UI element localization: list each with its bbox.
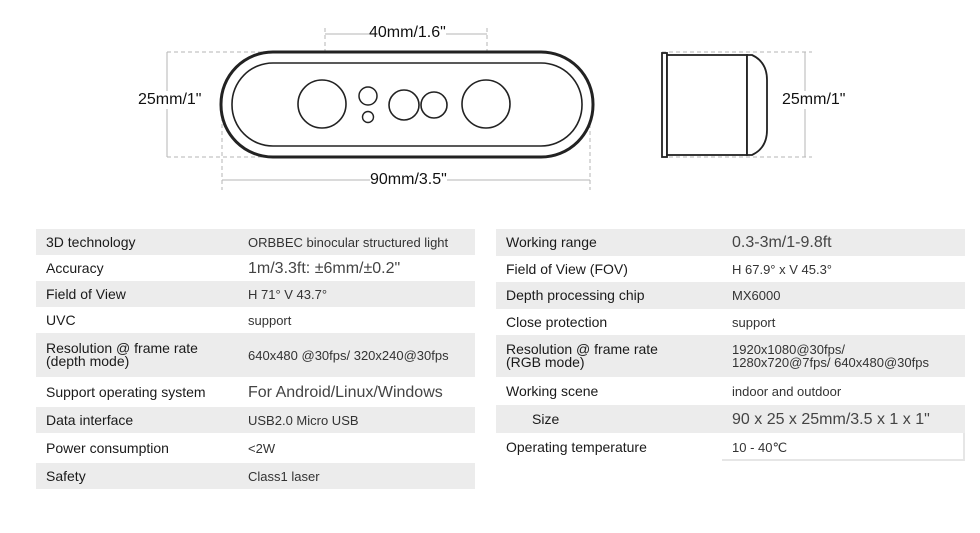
table-row: Working range 0.3-3m/1-9.8ft (496, 229, 965, 256)
camera-drawing (166, 28, 812, 190)
spec-label: Field of View (36, 281, 238, 307)
spec-value: support (238, 307, 475, 333)
table-row: 3D technology ORBBEC binocular structure… (36, 229, 475, 255)
table-row: Working scene indoor and outdoor (496, 377, 965, 405)
spec-label: Power consumption (36, 433, 238, 463)
spec-label: Accuracy (36, 255, 238, 281)
spec-value: indoor and outdoor (722, 377, 965, 405)
spec-label: Working scene (496, 377, 722, 405)
table-row: Resolution @ frame rate (depth mode) 640… (36, 333, 475, 377)
spec-value: H 67.9° x V 45.3° (722, 256, 965, 282)
spec-label: Depth processing chip (496, 282, 722, 309)
spec-label: Field of View (FOV) (496, 256, 722, 282)
table-row: Safety Class1 laser (36, 463, 475, 489)
spec-label: 3D technology (36, 229, 238, 255)
spec-label: Close protection (496, 309, 722, 335)
spec-value: H 71° V 43.7° (238, 281, 475, 307)
spec-value: 10 - 40℃ (722, 433, 965, 461)
spec-value: 0.3-3m/1-9.8ft (722, 229, 965, 256)
spec-value: Class1 laser (238, 463, 475, 489)
spec-value: MX6000 (722, 282, 965, 309)
spec-value: USB2.0 Micro USB (238, 407, 475, 433)
table-row: Close protection support (496, 309, 965, 335)
table-row: UVC support (36, 307, 475, 333)
product-dimension-diagram: 40mm/1.6" 25mm/1" 90mm/3.5" 25mm/1" (0, 0, 980, 210)
left-spec-table: 3D technology ORBBEC binocular structure… (36, 229, 475, 489)
spec-label: Safety (36, 463, 238, 489)
width-dimension-label: 90mm/3.5" (370, 171, 447, 189)
spec-value: For Android/Linux/Windows (238, 377, 475, 407)
spec-label: Support operating system (36, 377, 238, 407)
spec-label: UVC (36, 307, 238, 333)
front-height-dimension-label: 25mm/1" (138, 91, 202, 109)
table-row: Power consumption <2W (36, 433, 475, 463)
spec-value: 1m/3.3ft: ±6mm/±0.2" (238, 255, 475, 281)
spec-label: Resolution @ frame rate (depth mode) (36, 333, 238, 377)
side-height-dimension-label: 25mm/1" (782, 91, 846, 109)
table-row: Support operating system For Android/Lin… (36, 377, 475, 407)
spec-label: Size (496, 405, 722, 433)
spec-label: Resolution @ frame rate (RGB mode) (496, 335, 722, 377)
spec-label-line2: (RGB mode) (506, 354, 585, 370)
table-row: Resolution @ frame rate (RGB mode) 1920x… (496, 335, 965, 377)
spec-label-line2: (depth mode) (46, 353, 130, 369)
camera-side-view (661, 52, 768, 158)
spec-value-line2: 1280x720@7fps/ 640x480@30fps (732, 355, 929, 370)
spec-label: Working range (496, 229, 722, 256)
spec-label-line1: Resolution @ frame rate (46, 340, 198, 356)
spec-label: Data interface (36, 407, 238, 433)
spec-value: 90 x 25 x 25mm/3.5 x 1 x 1" (722, 405, 965, 433)
table-row: Operating temperature 10 - 40℃ (496, 433, 965, 461)
right-spec-table: Working range 0.3-3m/1-9.8ft Field of Vi… (496, 229, 965, 461)
spec-value: support (722, 309, 965, 335)
side-guide-lines (662, 51, 812, 158)
table-row: Field of View H 71° V 43.7° (36, 281, 475, 307)
spacing-dimension-label: 40mm/1.6" (369, 24, 446, 42)
table-row: Depth processing chip MX6000 (496, 282, 965, 309)
camera-front-view (219, 50, 595, 159)
spec-value: <2W (238, 433, 475, 463)
spec-value: ORBBEC binocular structured light (238, 229, 475, 255)
spec-label-line1: Resolution @ frame rate (506, 341, 658, 357)
table-row: Accuracy 1m/3.3ft: ±6mm/±0.2" (36, 255, 475, 281)
table-row: Field of View (FOV) H 67.9° x V 45.3° (496, 256, 965, 282)
table-row: Data interface USB2.0 Micro USB (36, 407, 475, 433)
spec-value-line1: 1920x1080@30fps/ (732, 342, 845, 357)
table-row: Size 90 x 25 x 25mm/3.5 x 1 x 1" (496, 405, 965, 433)
spec-value: 640x480 @30fps/ 320x240@30fps (238, 333, 475, 377)
spec-value: 1920x1080@30fps/ 1280x720@7fps/ 640x480@… (722, 335, 965, 377)
spec-label: Operating temperature (496, 433, 722, 461)
